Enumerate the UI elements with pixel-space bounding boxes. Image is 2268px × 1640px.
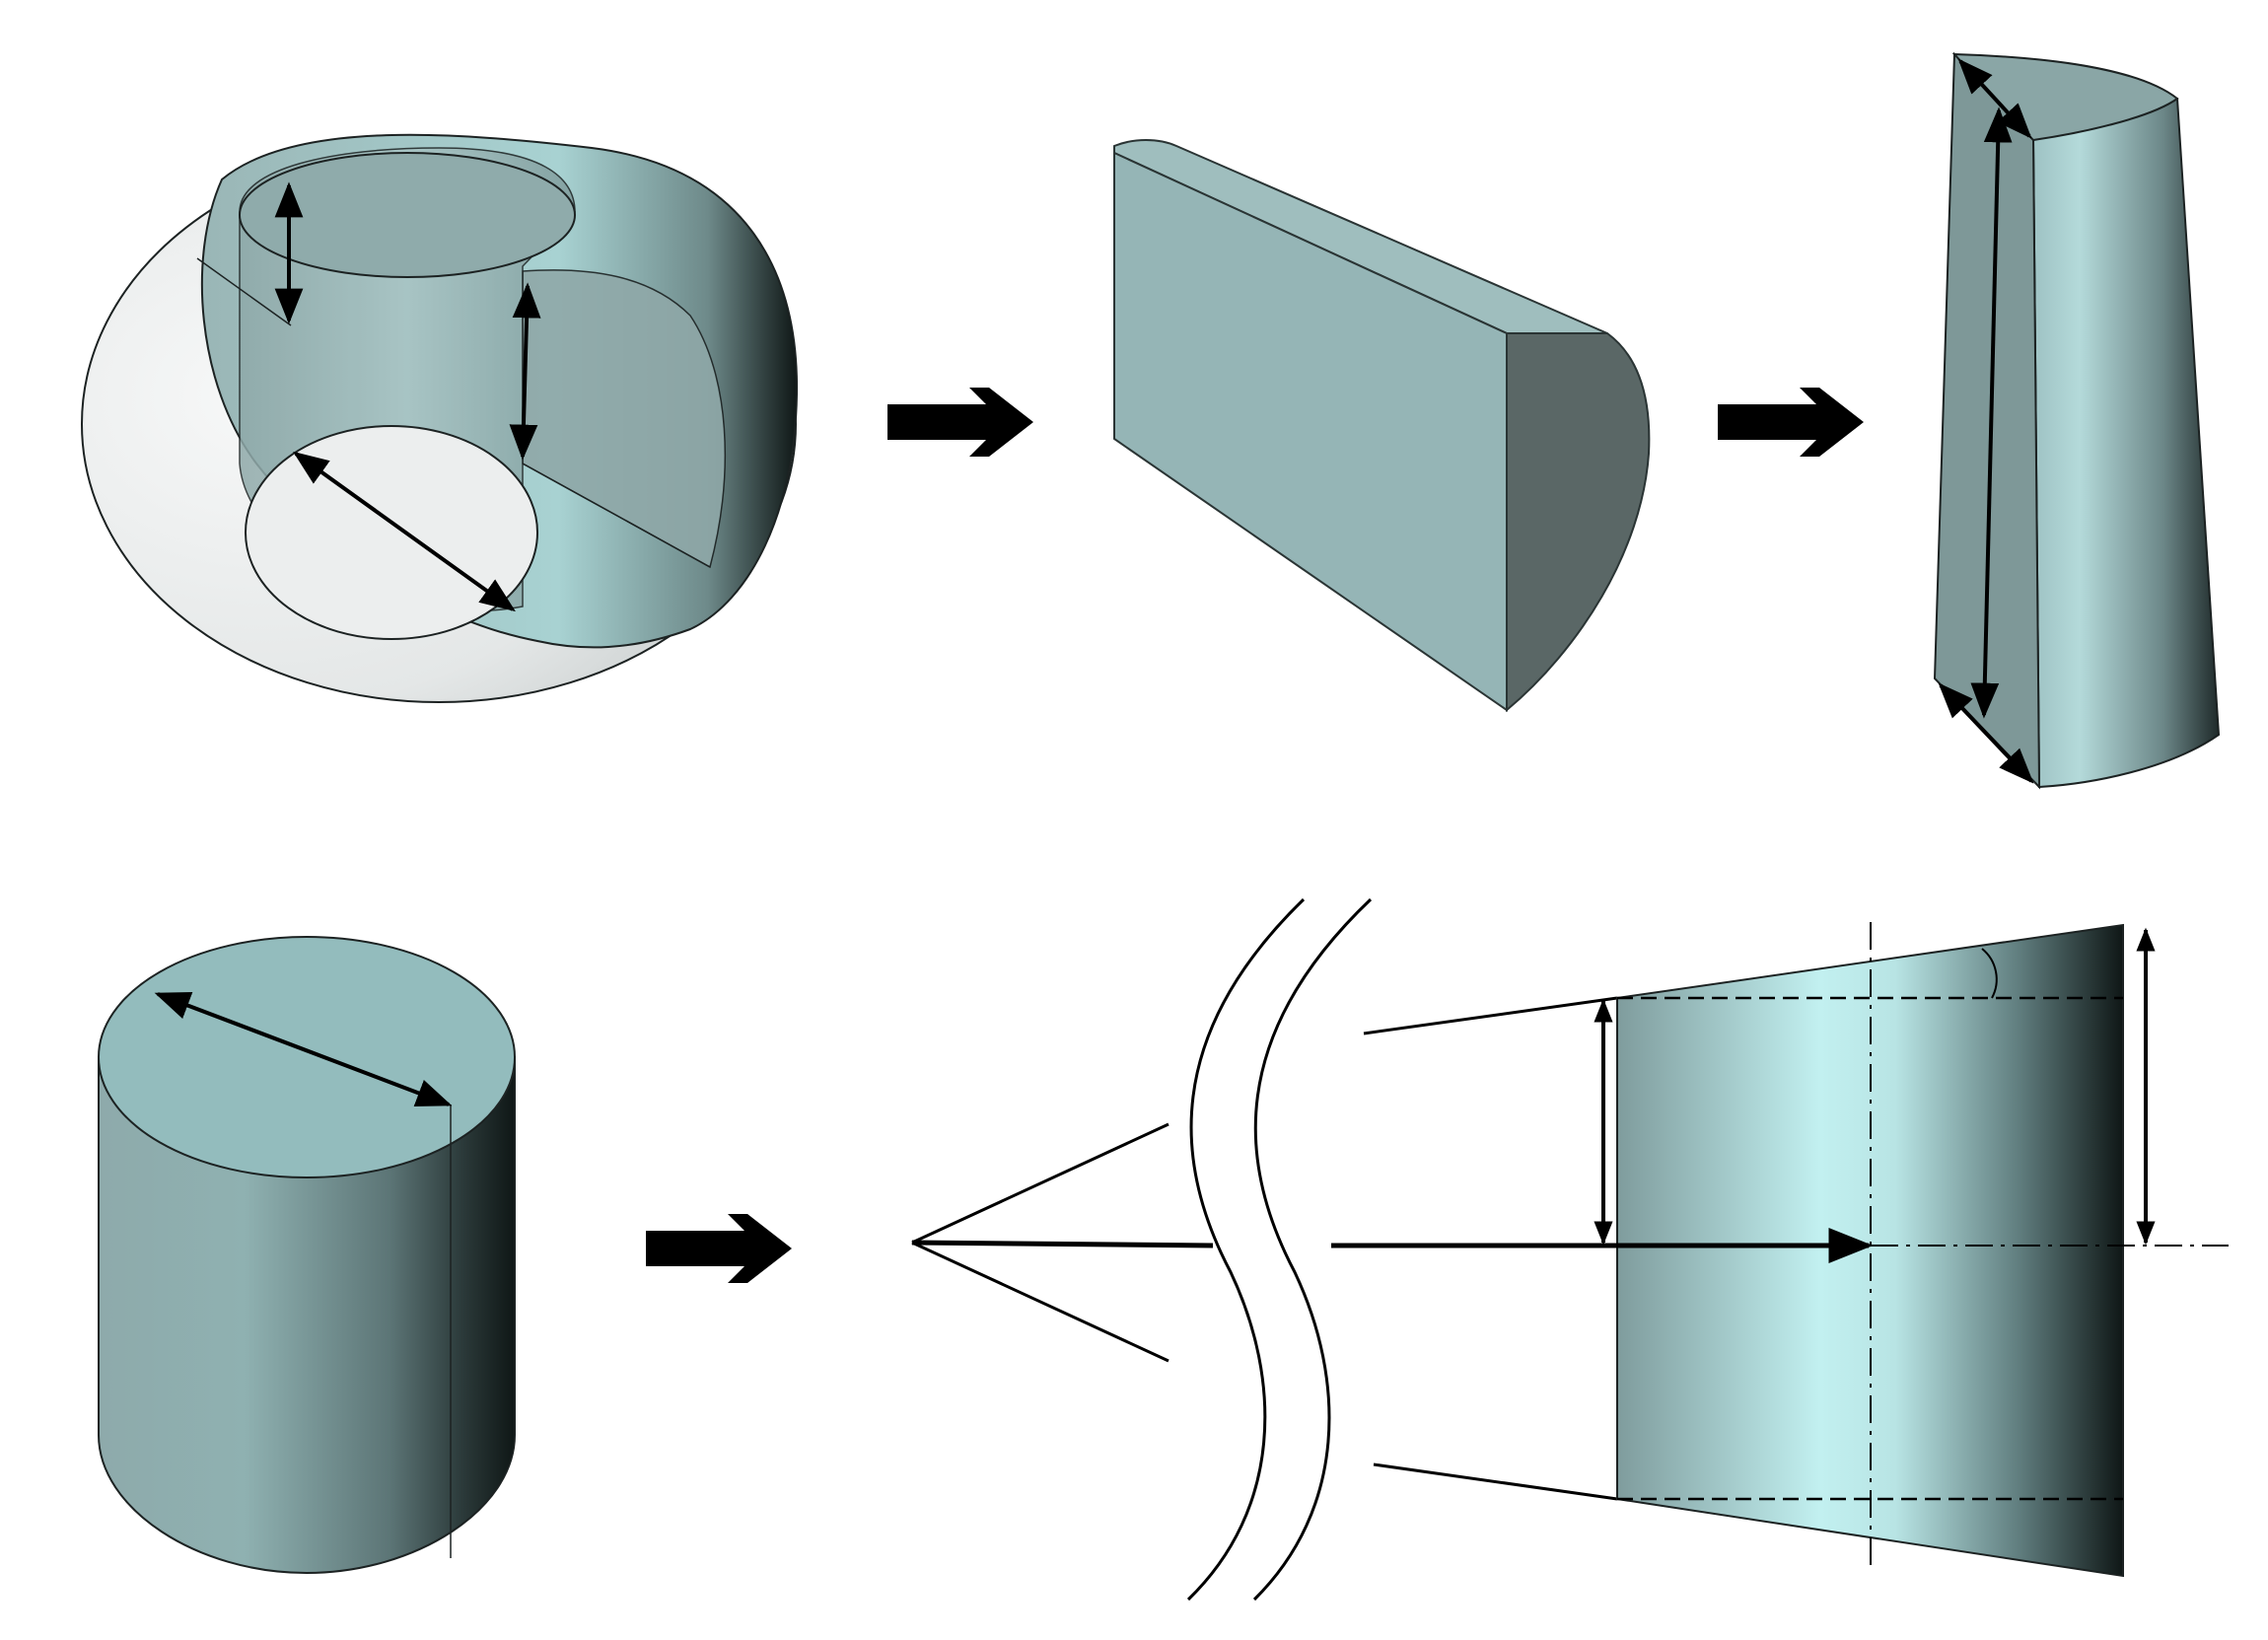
cylinder-diameter-arrow [154,992,453,1106]
process-arrow-1 [887,388,1033,457]
view-edge-lower [1373,1462,1618,1501]
slab-end-face [1506,332,1651,713]
height-arrow-right [509,282,541,461]
process-arrow-2 [1718,388,1864,457]
view-edge-upper [1363,996,1618,1035]
process-arrow-3 [646,1214,792,1283]
sector-top-arrow [1957,58,2032,139]
sector-flat-face [1933,51,2041,790]
break-line-2 [1252,897,1373,1602]
projection-panel [911,897,2229,1602]
sector-height-arrow [1970,107,2013,719]
sector-curved-face [2031,97,2221,789]
view-ray-lower [911,1241,1169,1363]
cylinder-side [98,1056,516,1575]
break-line-1 [1186,897,1306,1602]
diameter-arrow [293,451,516,612]
torus-section-panel [81,133,799,703]
view-axis-left [911,1240,1214,1248]
inner-cylinder-top [239,152,576,278]
view-ray-upper [911,1122,1169,1245]
tapered-sector-panel [1933,51,2221,790]
cylinder-top [98,936,516,1178]
inner-cylinder-bottom [245,425,538,640]
torus-section-edge [522,463,711,568]
sector-bottom-arrow [1938,682,2034,784]
cylinder-panel [98,936,516,1575]
torus-section-face [522,269,727,569]
rounded-slab-panel [1113,139,1651,713]
slab-front-face [1113,151,1508,712]
taper-angle-arc [1981,948,1998,999]
